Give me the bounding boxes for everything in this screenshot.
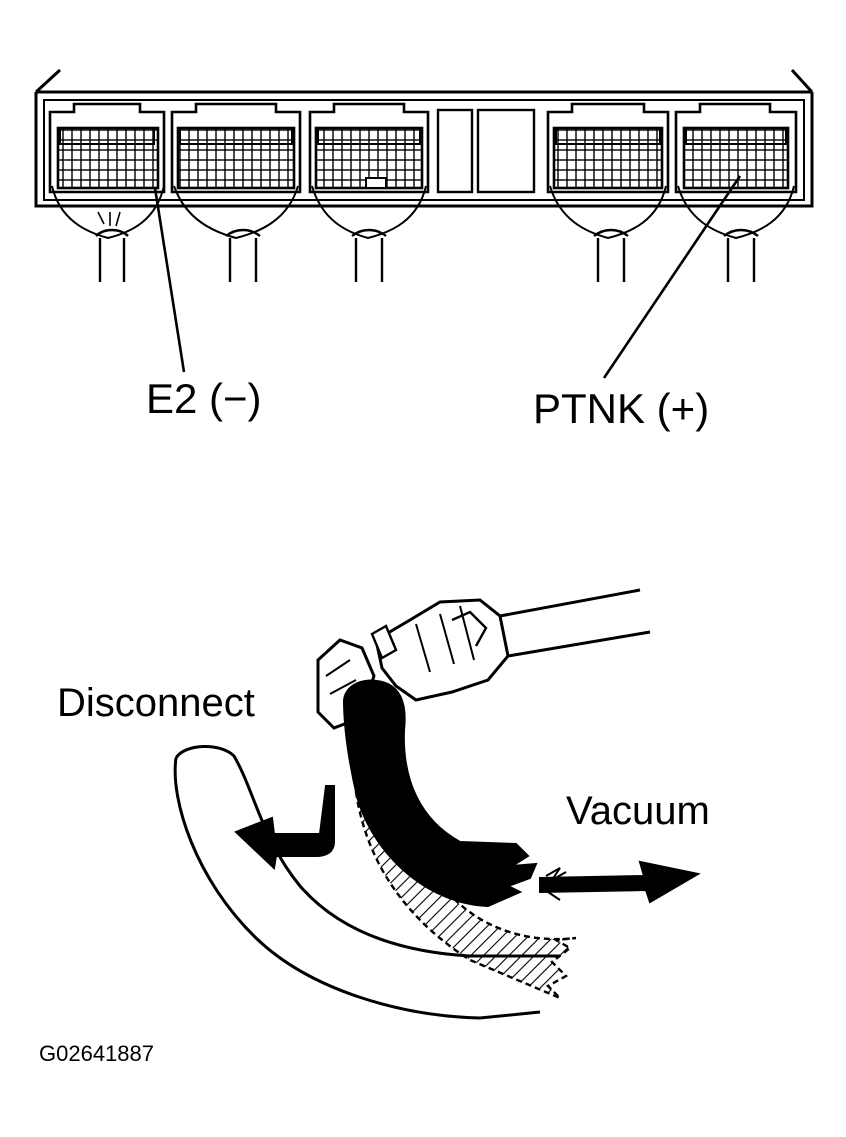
vacuum-label: Vacuum [566,789,710,833]
ecm-connector-1 [48,102,166,282]
ptnk-terminal-label: PTNK (+) [533,385,710,432]
vsv-connector [316,588,651,730]
hose-disconnected-position [354,788,577,1000]
disconnect-label: Disconnect [57,681,255,725]
figure-code: G02641887 [39,1041,154,1066]
e2-leader-line [153,187,186,373]
disconnect-arrow [234,785,335,871]
vacuum-arrow [539,860,701,904]
ecm-connector-3 [308,102,430,282]
ecm-connector-2 [170,102,302,282]
ecm-connector-5 [674,102,798,282]
blank-cavity [436,108,474,194]
wire-harness [723,228,759,282]
ecm-connector-block [34,68,814,208]
wire-harness [95,228,129,282]
wire-harness [593,228,629,282]
ptnk-leader-line [602,175,742,379]
ecm-housing-outline [34,68,814,208]
wire-harness [225,228,261,282]
e2-terminal-label: E2 (−) [146,375,262,422]
ecm-connector-4 [546,102,670,282]
wire-harness [351,228,387,282]
blank-cavity [476,108,536,194]
